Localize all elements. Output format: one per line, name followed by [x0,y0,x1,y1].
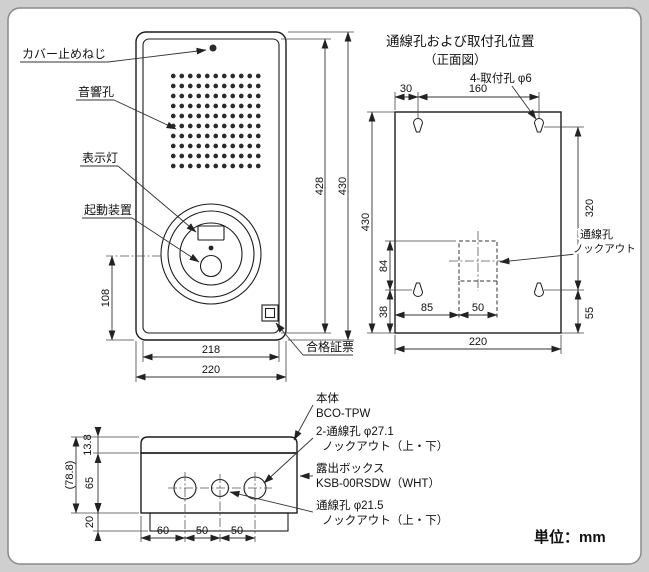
speaker-hole-grid [169,71,262,169]
knockout-square [449,231,507,319]
label-wire1: 通線孔 φ21.5 [316,498,384,512]
front-view: カバー止めねじ 音響孔 表示灯 起動装置 合格証票 428 430 218 22… [20,31,354,382]
dim-218: 218 [202,344,220,356]
dim-30: 30 [400,83,412,95]
cover-cap [140,436,298,454]
dim-320: 320 [584,199,596,217]
box-outline [140,436,298,532]
surface-box-section [149,512,289,532]
dim-430-front: 430 [337,177,349,195]
certification-mark [261,304,279,322]
activator-assembly [160,203,262,305]
dim-220-plate: 220 [469,336,487,348]
dim-65: 65 [84,477,96,489]
label-cover-screw: カバー止めねじ [22,47,106,61]
plate-dimension-lines [367,85,584,354]
label-indicator-lamp: 表示灯 [82,151,118,165]
mounting-hole-bottom-right [533,282,545,297]
mounting-hole-top-right [533,118,545,133]
dim-50-b: 50 [231,525,243,537]
unit-label: 単位：mm [534,528,606,546]
label-wire2: 2-通線孔 φ27.1 [316,424,394,438]
dim-38: 38 [378,306,390,318]
dim-220-front: 220 [202,364,220,376]
bottom-dimension-lines [71,426,256,542]
dim-160: 160 [469,83,487,95]
dim-84: 84 [378,260,390,272]
label-wire1-sub: ノックアウト（上・下） [322,514,448,527]
label-knockout-line1: 通線孔 [580,227,613,241]
mounting-hole-bottom-left [412,282,424,297]
knockout-circles [168,472,272,542]
hole-layout-view: 通線孔および取付孔位置 （正面図） [360,34,638,354]
push-button [199,254,223,278]
label-body-model: BCO-TPW [316,408,370,420]
mounting-plate-outline [394,111,562,334]
label-sound-holes: 音響孔 [78,84,114,99]
label-body: 本体 [316,391,339,405]
label-wire2-sub: ノックアウト（上・下） [322,440,448,453]
label-knockout-line2: ノックアウト [573,243,636,255]
view-subtitle: （正面図） [424,53,487,67]
indicator-window [197,225,225,241]
label-activator: 起動装置 [84,203,132,217]
dim-85: 85 [421,302,433,314]
bottom-view: 13.8 65 (78.8) 20 60 50 50 本体 BCO-TPW 2-… [64,391,448,542]
dim-13-8: 13.8 [82,434,94,455]
dim-430-plate: 430 [360,213,372,231]
dim-60: 60 [157,525,169,537]
dim-50-plate: 50 [472,302,484,314]
dim-108: 108 [100,289,112,307]
indicator-led [208,245,214,251]
label-certification: 合格証票 [306,339,354,354]
label-mounting-holes: 4-取付孔 φ6 [470,72,532,85]
dim-20: 20 [84,516,96,528]
dim-50-a: 50 [196,525,208,537]
dim-55: 55 [584,307,596,319]
device-outline [135,31,287,341]
front-leader-lines [20,47,353,356]
front-dimension-lines [106,31,354,382]
dim-78-8: (78.8) [64,461,76,490]
dim-428: 428 [314,177,326,195]
label-box: 露出ボックス [316,461,385,475]
mounting-hole-top-left [412,118,424,133]
view-title: 通線孔および取付孔位置 [386,34,535,49]
cover-screw [209,44,217,52]
mounting-holes [412,118,545,297]
label-box-model: KSB-00RSDW（WHT） [316,477,440,490]
bottom-leader-lines [229,404,314,513]
